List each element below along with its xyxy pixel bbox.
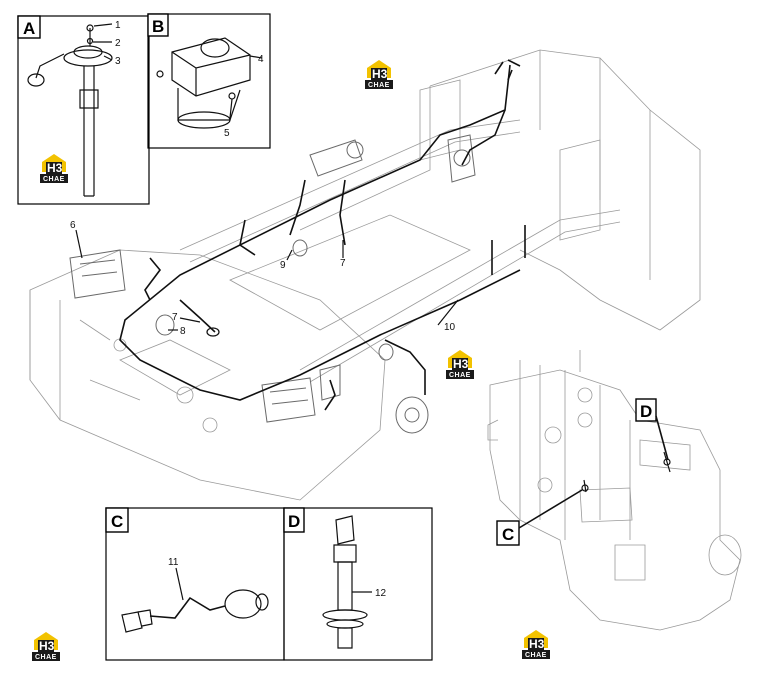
- logo-text: CHAE: [35, 654, 57, 661]
- panel-a-callout-3: 3: [115, 56, 121, 67]
- main-chassis-assembly: [29, 49, 701, 501]
- callout-10: 10: [444, 322, 456, 333]
- main-wiring-harness: [119, 59, 526, 411]
- panel-b-tag: B: [152, 17, 164, 36]
- panel-a-callout-1: 1: [115, 20, 121, 31]
- transmission-tag-c: C: [502, 525, 514, 544]
- callout-7-lower: 7: [172, 312, 178, 323]
- logo-mark-text: H3: [372, 67, 388, 81]
- logo-mark-text: H3: [39, 639, 55, 653]
- callout-8: 8: [180, 326, 186, 337]
- panel-c-callout-11: 11: [168, 557, 179, 568]
- logo-bottom-right: H3 CHAE: [522, 630, 550, 659]
- panel-b-callout-4: 4: [258, 54, 264, 65]
- panel-d-tag: D: [288, 512, 300, 531]
- logo-panel-a: H3 CHAE: [40, 154, 68, 183]
- callout-9: 9: [280, 260, 286, 271]
- panel-b: B 4 5: [147, 13, 271, 149]
- transmission-assembly: [487, 350, 742, 631]
- logo-mark-text: H3: [47, 161, 63, 175]
- logo-text: CHAE: [368, 82, 390, 89]
- panel-b-callout-5: 5: [224, 128, 230, 139]
- logo-text: CHAE: [449, 372, 471, 379]
- panel-a-callout-2: 2: [115, 38, 121, 49]
- callout-6: 6: [70, 220, 76, 231]
- logo-mark-text: H3: [453, 357, 469, 371]
- panel-d: D 12: [283, 507, 433, 661]
- transmission-tags: D C: [496, 398, 669, 546]
- panel-c: C 11: [105, 507, 285, 661]
- logo-bottom-left: H3 CHAE: [32, 632, 60, 661]
- logo-text: CHAE: [525, 652, 547, 659]
- transmission-tag-d: D: [640, 402, 652, 421]
- logo-text: CHAE: [43, 176, 65, 183]
- panel-d-callout-12: 12: [375, 588, 387, 599]
- panel-c-tag: C: [111, 512, 123, 531]
- logo-top: H3 CHAE: [365, 60, 393, 89]
- logo-middle: H3 CHAE: [446, 350, 474, 379]
- main-callouts: 6 7 7 8 9 10: [70, 220, 459, 337]
- logo-mark-text: H3: [529, 637, 545, 651]
- callout-7-upper: 7: [340, 258, 346, 269]
- panel-a-tag: A: [23, 19, 35, 38]
- panel-a: A 1 2 3: [17, 15, 150, 205]
